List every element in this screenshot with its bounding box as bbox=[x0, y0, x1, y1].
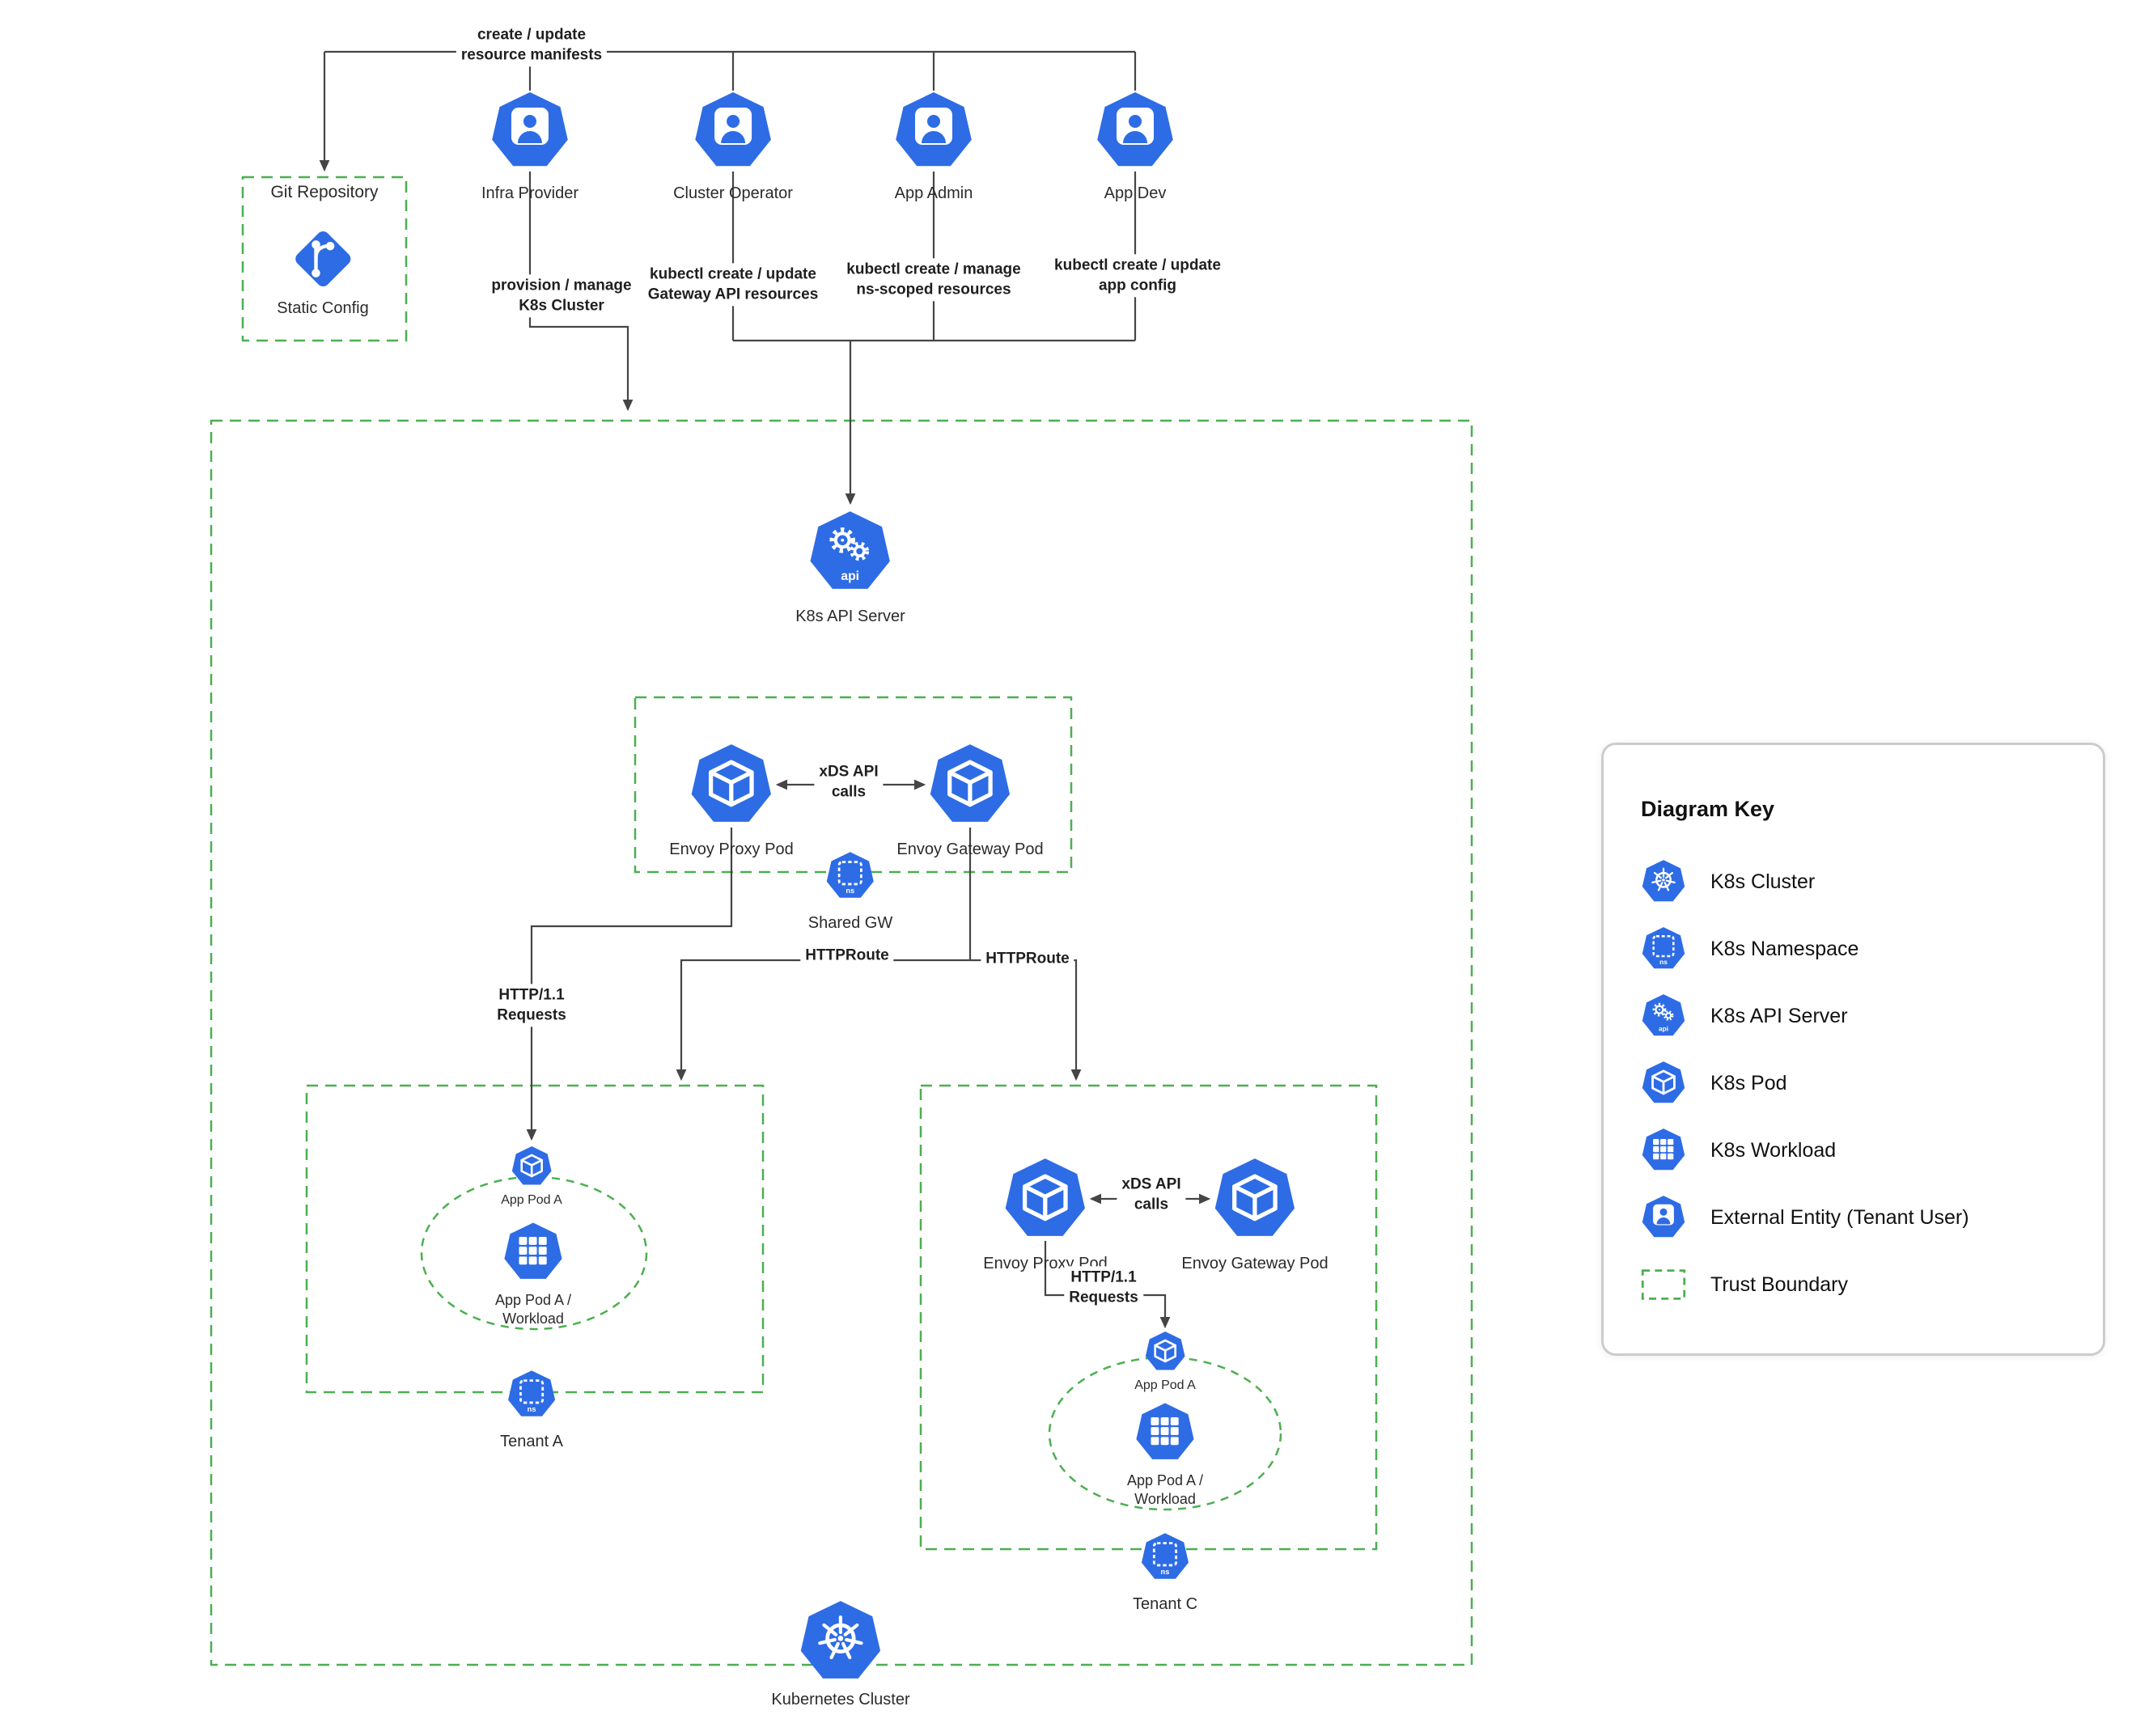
key-item-label: K8s API Server bbox=[1710, 1004, 1848, 1027]
shared-gw-envoy-gateway-pod: Envoy Gateway Pod bbox=[896, 743, 1044, 860]
tenant-a-label: Tenant A bbox=[500, 1433, 563, 1450]
app-pod-a-label: App Pod A bbox=[501, 1193, 562, 1207]
external-entity-icon bbox=[1095, 91, 1176, 171]
shared-gw-envoy-proxy-pod: Envoy Proxy Pod bbox=[669, 743, 794, 860]
static-config-label: Static Config bbox=[277, 299, 369, 317]
tenant-c-envoy-proxy-pod: Envoy Proxy Pod bbox=[983, 1157, 1108, 1274]
kubernetes-cluster-label: Kubernetes Cluster bbox=[771, 1691, 910, 1708]
api-server-icon bbox=[808, 510, 893, 595]
edge-label-httproute-left: HTTPRoute bbox=[800, 944, 894, 968]
persona-app-admin: App Admin bbox=[893, 91, 974, 204]
namespace-icon bbox=[825, 851, 875, 901]
edge-manifest-bus bbox=[324, 50, 1137, 91]
key-title: Diagram Key bbox=[1641, 797, 1775, 821]
key-item-label: External Entity (Tenant User) bbox=[1710, 1205, 1969, 1229]
cluster-icon bbox=[798, 1599, 883, 1684]
persona-app-dev: App Dev bbox=[1095, 91, 1176, 204]
workload-label: App Pod A / Workload bbox=[1126, 1472, 1204, 1508]
diagram-key-panel: Diagram Key K8s Cluster K8s Namespace K8… bbox=[1601, 743, 2105, 1356]
tenant-a-workload: App Pod A / Workload bbox=[495, 1222, 571, 1329]
key-item: K8s API Server bbox=[1641, 993, 2070, 1039]
git-static-config-node: Static Config bbox=[277, 223, 369, 319]
pod-icon bbox=[511, 1145, 553, 1188]
edge-httproute-tenant-a bbox=[676, 959, 970, 1082]
workload-icon bbox=[1134, 1402, 1196, 1463]
shared-gw-label: Shared GW bbox=[807, 914, 893, 932]
key-item: K8s Cluster bbox=[1641, 859, 2070, 904]
pod-icon bbox=[1641, 1061, 1686, 1106]
key-item: External Entity (Tenant User) bbox=[1641, 1195, 2070, 1240]
api-server-icon bbox=[1641, 993, 1686, 1039]
persona-cluster-operator: Cluster Operator bbox=[673, 91, 793, 204]
persona-label: Infra Provider bbox=[481, 184, 579, 202]
namespace-icon bbox=[1140, 1532, 1190, 1582]
external-entity-icon bbox=[490, 91, 570, 171]
external-entity-icon bbox=[893, 91, 974, 171]
edge-label-create-update-manifests: create / update resource manifests bbox=[456, 23, 608, 67]
pod-icon bbox=[1213, 1157, 1298, 1242]
key-item-label: K8s Cluster bbox=[1710, 870, 1816, 893]
edge-label-httproute-right: HTTPRoute bbox=[981, 947, 1074, 972]
key-item: K8s Workload bbox=[1641, 1128, 2070, 1173]
trust-boundary-icon bbox=[1641, 1268, 1686, 1301]
key-item: K8s Pod bbox=[1641, 1061, 2070, 1106]
tenant-a-app-pod: App Pod A bbox=[501, 1145, 562, 1209]
tenant-c-envoy-gateway-pod: Envoy Gateway Pod bbox=[1181, 1157, 1329, 1274]
envoy-proxy-label: Envoy Proxy Pod bbox=[669, 840, 794, 858]
workload-icon bbox=[502, 1222, 564, 1283]
kubernetes-cluster-node: Kubernetes Cluster bbox=[771, 1599, 910, 1710]
persona-label: App Dev bbox=[1104, 184, 1167, 202]
edge-label-http11-tenant-c: HTTP/1.1 Requests bbox=[1064, 1266, 1143, 1310]
persona-label: Cluster Operator bbox=[673, 184, 793, 202]
tenant-c-app-pod: App Pod A bbox=[1134, 1331, 1196, 1395]
pod-icon bbox=[928, 743, 1013, 828]
git-repository-title: Git Repository bbox=[270, 183, 379, 201]
edge-httproute-tenant-c bbox=[970, 959, 1082, 1082]
edge-label-xds-shared: xDS API calls bbox=[814, 760, 884, 804]
api-server-label: K8s API Server bbox=[795, 608, 905, 625]
shared-gw-namespace-node: Shared GW bbox=[808, 851, 892, 934]
pod-icon bbox=[1002, 1157, 1087, 1242]
app-pod-a-label: App Pod A bbox=[1134, 1378, 1196, 1392]
workload-icon bbox=[1641, 1128, 1686, 1173]
namespace-icon bbox=[1641, 926, 1686, 972]
tenant-c-workload: App Pod A / Workload bbox=[1127, 1402, 1203, 1509]
envoy-gateway-label: Envoy Gateway Pod bbox=[1181, 1255, 1329, 1272]
edge-label-http11-left: HTTP/1.1 Requests bbox=[492, 984, 571, 1027]
workload-label: App Pod A / Workload bbox=[494, 1292, 572, 1327]
tenant-c-label: Tenant C bbox=[1132, 1595, 1198, 1613]
namespace-icon bbox=[506, 1370, 557, 1420]
edge-label-kubectl-ns: kubectl create / manage ns-scoped resour… bbox=[841, 258, 1026, 302]
k8s-api-server-node: K8s API Server bbox=[795, 510, 905, 627]
pod-icon bbox=[689, 743, 773, 828]
persona-infra-provider: Infra Provider bbox=[481, 91, 578, 204]
edge-label-kubectl-gateway: kubectl create / update Gateway API reso… bbox=[642, 263, 824, 307]
key-item-label: K8s Namespace bbox=[1710, 937, 1859, 960]
key-item: K8s Namespace bbox=[1641, 926, 2070, 972]
pod-icon bbox=[1144, 1331, 1186, 1373]
key-item: Trust Boundary bbox=[1641, 1262, 2070, 1307]
persona-label: App Admin bbox=[894, 184, 973, 202]
cluster-icon bbox=[1641, 859, 1686, 904]
edge-label-provision-manage: provision / manage K8s Cluster bbox=[486, 274, 637, 318]
key-item-label: Trust Boundary bbox=[1710, 1272, 1848, 1296]
external-entity-icon bbox=[693, 91, 773, 171]
edge-label-kubectl-app: kubectl create / update app config bbox=[1049, 254, 1226, 298]
git-icon bbox=[287, 223, 358, 294]
key-item-label: K8s Pod bbox=[1710, 1071, 1787, 1095]
tenant-c-namespace-node: Tenant C bbox=[1133, 1532, 1197, 1615]
external-entity-icon bbox=[1641, 1195, 1686, 1240]
key-item-label: K8s Workload bbox=[1710, 1138, 1837, 1162]
edge-label-xds-tenant-c: xDS API calls bbox=[1117, 1173, 1186, 1217]
envoy-gateway-label: Envoy Gateway Pod bbox=[896, 840, 1044, 858]
tenant-a-namespace-node: Tenant A bbox=[500, 1370, 563, 1452]
